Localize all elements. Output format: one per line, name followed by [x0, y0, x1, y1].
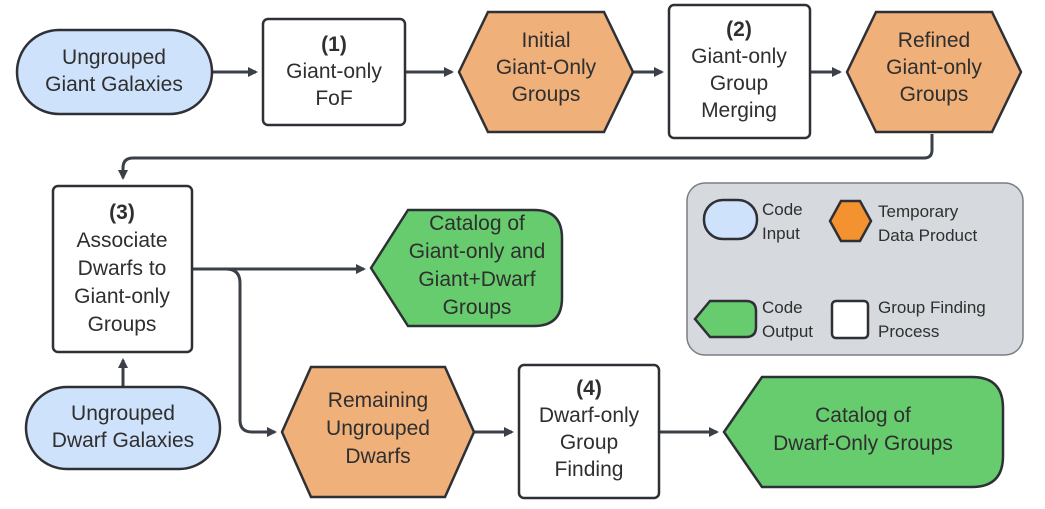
- output-shape: [722, 375, 1005, 489]
- legend-label-line: Process: [878, 322, 939, 341]
- node-label-line: Merging: [701, 99, 777, 122]
- process-shape: [51, 184, 194, 354]
- process-shape: [517, 363, 661, 500]
- node-initial-giant-only-groups: Initial Giant-Only Groups: [457, 10, 635, 134]
- legend-label-line: Input: [762, 224, 800, 243]
- node-label-line: Giant-only: [886, 56, 982, 79]
- legend-temporary-swatch: [828, 199, 873, 243]
- process-shape: [261, 17, 407, 127]
- legend: Code Input Temporary Data Product Code O…: [686, 182, 1024, 356]
- node-ungrouped-dwarf-galaxies: Ungrouped Dwarf Galaxies: [24, 385, 222, 471]
- node-label-line: FoF: [315, 87, 352, 110]
- node-label-line: Dwarfs: [345, 445, 410, 468]
- node-label-line: Groups: [900, 83, 969, 106]
- edges: [118, 67, 934, 437]
- output-shape: [369, 208, 564, 328]
- process-shape: [667, 3, 812, 140]
- legend-input-swatch: [702, 198, 759, 241]
- input-shape: [24, 385, 222, 471]
- node-label-line: Refined: [898, 29, 970, 52]
- temporary-shape: [845, 10, 1023, 134]
- node-label-line: Catalog of: [815, 404, 911, 427]
- legend-label-line: Code: [762, 200, 803, 219]
- node-label-line: Giant-only and: [409, 240, 546, 263]
- node-label-line: Groups: [443, 296, 512, 319]
- node-ungrouped-giant-galaxies: Ungrouped Giant Galaxies: [15, 28, 214, 116]
- node-giant-only-group-merging: (2) Giant-only Group Merging: [667, 3, 812, 140]
- legend-label-line: Output: [762, 322, 813, 341]
- node-label-line: Giant-Only: [496, 56, 597, 79]
- node-label-line: Remaining: [328, 389, 428, 412]
- node-label-line: Giant-only: [286, 60, 382, 83]
- legend-output-swatch: [693, 299, 758, 339]
- node-label-line: Groups: [88, 313, 157, 336]
- node-label-line: Dwarf Galaxies: [52, 429, 194, 452]
- legend-background: [686, 182, 1024, 356]
- node-label-line: Dwarf-only: [539, 404, 640, 427]
- node-label-line: Initial: [521, 29, 570, 52]
- node-label-line: Groups: [512, 83, 581, 106]
- node-label-line: Associate: [76, 229, 167, 252]
- legend-label-line: Temporary: [878, 202, 959, 221]
- node-label-line: Giant Galaxies: [45, 73, 183, 96]
- step-number: (1): [321, 33, 347, 56]
- node-label-line: Ungrouped: [71, 402, 175, 425]
- node-dwarf-only-group-finding: (4) Dwarf-only Group Finding: [517, 363, 661, 500]
- node-label-line: Ungrouped: [326, 417, 430, 440]
- node-associate-dwarfs: (3) Associate Dwarfs to Giant-only Group…: [51, 184, 194, 354]
- node-label-line: Giant+Dwarf: [418, 268, 535, 291]
- node-label-line: Ungrouped: [62, 46, 166, 69]
- legend-process-swatch: [830, 299, 870, 340]
- temporary-shape: [457, 10, 635, 134]
- temporary-shape: [280, 365, 476, 499]
- step-number: (2): [726, 18, 752, 41]
- legend-label-line: Code: [762, 298, 803, 317]
- node-refined-giant-only-groups: Refined Giant-only Groups: [845, 10, 1023, 134]
- node-label-line: Dwarf-Only Groups: [773, 432, 953, 455]
- node-label-line: Giant-only: [74, 285, 170, 308]
- node-label-line: Dwarfs to: [78, 257, 167, 280]
- input-shape: [15, 28, 214, 116]
- node-label-line: Finding: [555, 458, 624, 481]
- node-label-line: Group: [710, 72, 768, 95]
- node-catalog-giant-groups: Catalog of Giant-only and Giant+Dwarf Gr…: [369, 208, 564, 328]
- edge-associate-to-remaining: [225, 267, 277, 437]
- node-catalog-dwarf-groups: Catalog of Dwarf-Only Groups: [722, 375, 1005, 489]
- legend-label-line: Data Product: [878, 226, 977, 245]
- node-label-line: Giant-only: [691, 45, 787, 68]
- node-remaining-ungrouped-dwarfs: Remaining Ungrouped Dwarfs: [280, 365, 476, 499]
- step-number: (4): [576, 377, 602, 400]
- legend-label-line: Group Finding: [878, 298, 986, 317]
- node-giant-only-fof: (1) Giant-only FoF: [261, 17, 407, 127]
- edge-refined-to-associate: [118, 134, 934, 180]
- node-label-line: Group: [560, 431, 618, 454]
- step-number: (3): [109, 201, 135, 224]
- node-label-line: Catalog of: [429, 212, 525, 235]
